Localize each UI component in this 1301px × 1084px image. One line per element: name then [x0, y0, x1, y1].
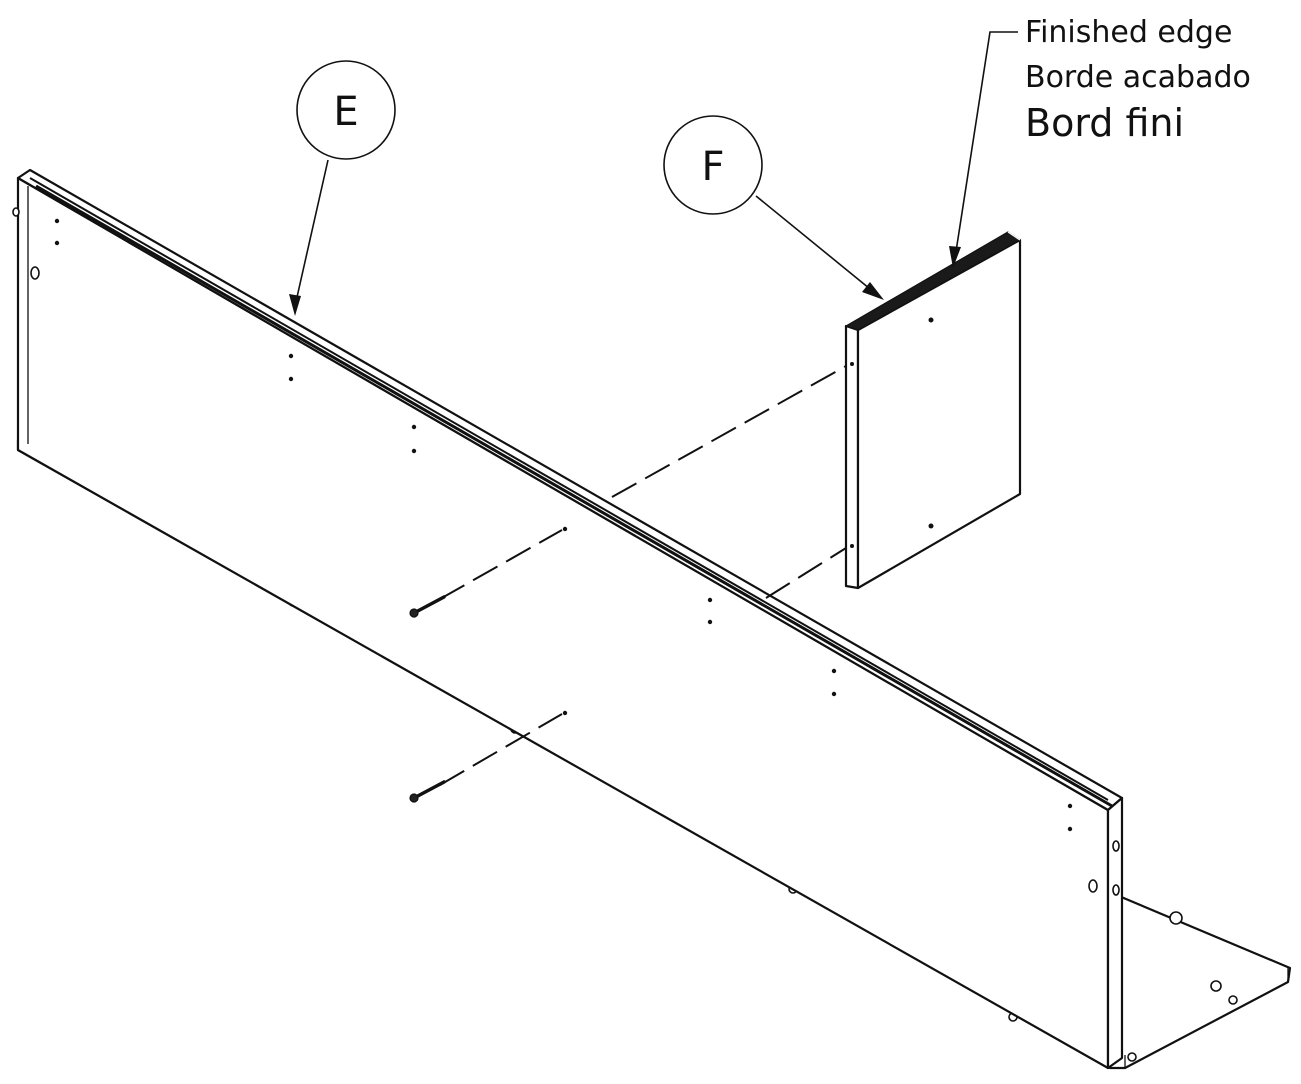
- note-en: Finished edge: [1025, 15, 1232, 50]
- base-cam-hole: [1210, 980, 1222, 992]
- leader-arrow: [862, 282, 884, 300]
- panel-f-hole: [928, 317, 934, 323]
- panel-e-hole: [288, 353, 294, 359]
- panel-f-dowel: [850, 362, 854, 366]
- panel-e-hole: [54, 218, 60, 224]
- panel-f-hole: [928, 523, 934, 529]
- callout-e: E: [289, 60, 396, 316]
- panel-e-hole: [831, 668, 837, 674]
- leader-arrow: [289, 294, 301, 316]
- panel-e-cam-hole: [12, 207, 20, 217]
- callout-e-bubble: [296, 60, 396, 160]
- panel-e: [12, 168, 1124, 1070]
- note-fr: Bord fini: [1025, 101, 1184, 145]
- callout-f: F: [663, 115, 884, 300]
- panel-e-hole: [562, 526, 568, 532]
- panel-e-hole: [1067, 826, 1073, 832]
- assembly-lines: [439, 365, 847, 786]
- panel-e-hole: [288, 376, 294, 382]
- callout-e-label: E: [333, 89, 358, 135]
- panel-e-hole: [707, 619, 713, 625]
- callout-f-bubble: [663, 115, 763, 215]
- callout-f-label: F: [701, 144, 724, 190]
- panel-e-hole: [411, 424, 417, 430]
- panel-e-hole: [707, 597, 713, 603]
- base-cam-hole: [1169, 911, 1183, 925]
- panel-e-cam-hole: [1088, 879, 1098, 893]
- panel-f: [844, 231, 1022, 590]
- base-hole: [1228, 995, 1238, 1005]
- panel-e-hole: [411, 448, 417, 454]
- panel-e-hole: [1067, 803, 1073, 809]
- panel-e-hole: [562, 710, 568, 716]
- base-hole: [1127, 1052, 1137, 1062]
- panel-e-cam-hole: [1112, 884, 1120, 896]
- panel-e-cam-hole: [1112, 840, 1120, 852]
- screw-bottom: [409, 780, 446, 803]
- leader-arrow: [949, 246, 961, 268]
- screw-top: [409, 595, 446, 618]
- panel-f-dowel: [850, 544, 854, 548]
- finished-edge-note: Finished edge Borde acabado Bord fini: [949, 15, 1251, 268]
- panel-e-hole: [54, 240, 60, 246]
- panel-e-cam-hole: [30, 266, 40, 280]
- panel-e-hole: [831, 691, 837, 697]
- note-es: Borde acabado: [1025, 60, 1251, 95]
